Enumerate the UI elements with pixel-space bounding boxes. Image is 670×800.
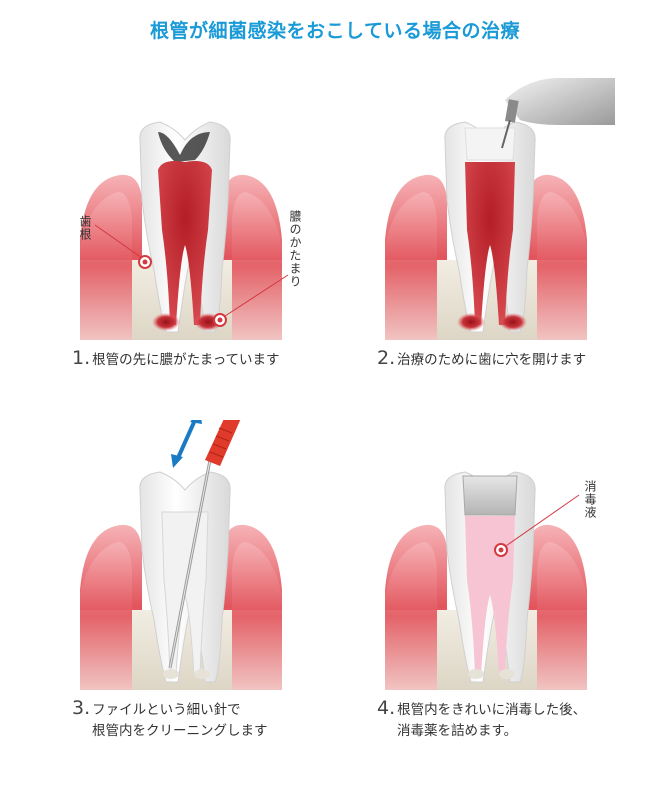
step-3-panel: 3.ファイルという細い針で 根管内をクリーニングします [50, 420, 350, 739]
step-4-text: 根管内をきれいに消毒した後、 [397, 702, 587, 718]
step-1-number: 1. [72, 347, 91, 369]
step-1-panel: 歯根 膿のかたまり 1.根管の先に膿がたまっています [50, 70, 350, 369]
label-shikon: 歯根 [78, 215, 92, 241]
step-3-caption: 3.ファイルという細い針で 根管内をクリーニングします [72, 698, 268, 742]
step-1-caption: 1.根管の先に膿がたまっています [72, 348, 280, 371]
step-3-text: ファイルという細い針で [92, 702, 241, 718]
step-2-text: 治療のために歯に穴を開けます [397, 352, 587, 368]
step-4-number: 4. [377, 697, 396, 719]
step-3-illustration [50, 420, 350, 690]
step-4-text2: 消毒薬を詰めます。 [397, 723, 518, 739]
step-4-panel: 消毒液 4.根管内をきれいに消毒した後、 消毒薬を詰めます。 [355, 420, 655, 739]
label-shodoku: 消毒液 [583, 480, 597, 519]
step-3-text2: 根管内をクリーニングします [92, 723, 268, 739]
page-title: 根管が細菌感染をおこしている場合の治療 [150, 20, 520, 42]
step-2-number: 2. [377, 347, 396, 369]
step-4-illustration [355, 420, 655, 690]
step-2-panel: 2.治療のために歯に穴を開けます [355, 70, 655, 369]
step-2-caption: 2.治療のために歯に穴を開けます [377, 348, 586, 371]
label-umi: 膿のかたまり [288, 210, 302, 288]
step-1-illustration [50, 70, 350, 340]
step-3-number: 3. [72, 697, 91, 719]
step-2-illustration [355, 70, 655, 340]
step-1-text: 根管の先に膿がたまっています [92, 352, 280, 368]
step-4-caption: 4.根管内をきれいに消毒した後、 消毒薬を詰めます。 [377, 698, 586, 742]
